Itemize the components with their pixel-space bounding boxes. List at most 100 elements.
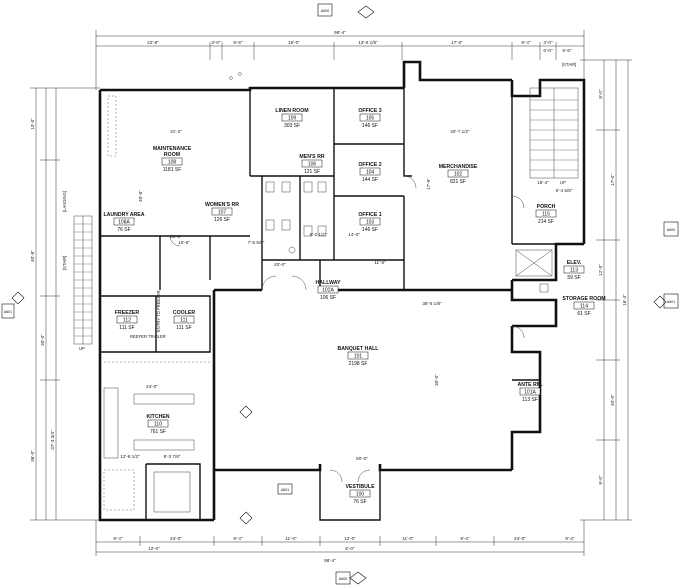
room-area: 111 SF <box>176 325 191 331</box>
svg-text:A600: A600 <box>339 577 347 581</box>
room-number: 114 <box>580 304 588 310</box>
section-marker-top: A600 <box>317 3 375 19</box>
room-name: STORAGE ROOM <box>562 296 605 302</box>
room-number-box <box>359 217 381 226</box>
room-name: MAINTENANCE <box>153 146 192 152</box>
landing-label: [LANDING] <box>62 191 67 212</box>
room-area: 214 SF <box>538 219 554 225</box>
room-number-box <box>359 113 381 122</box>
dim-top-seg-5: 13'-8 1/8" <box>358 40 378 45</box>
room-number-box <box>349 489 371 498</box>
dim-bottom-seg-5: 12'-0" <box>344 536 356 541</box>
dim-bottom-seg-4: 11'-0" <box>285 536 297 541</box>
room-number: 102A <box>322 288 334 294</box>
room-number-box <box>359 167 381 176</box>
dim-top-seg-6: 17'-0" <box>451 40 463 45</box>
svg-text:A601: A601 <box>667 300 675 304</box>
top-dimensions: 98'-4" 22'-8" 3'-0" 9'-6" 16'-0" 13'-8 1… <box>95 30 585 90</box>
room-number: 100 <box>356 492 365 498</box>
dim-int-6: 10'-6" <box>178 240 190 245</box>
dim-left-5: 36'-0" <box>30 450 35 462</box>
svg-text:A600: A600 <box>321 9 329 13</box>
room-name: ANTE RM. <box>517 382 543 388</box>
elevator-shaft <box>515 249 553 293</box>
dim-int-11: 20'-0" <box>274 262 286 267</box>
dim-top-overall: 98'-4" <box>334 30 346 35</box>
room-name: ROOM <box>164 152 180 158</box>
room-area: 113 SF <box>522 397 538 403</box>
room-name: OFFICE 2 <box>358 162 381 168</box>
room-number: 111 <box>180 318 188 324</box>
entry-note: ENTRY TO FREEZER <box>156 290 161 332</box>
room-name: HALLWAY <box>316 280 341 286</box>
room-number-box <box>447 169 469 178</box>
stair-right: UP [STAIR] <box>529 62 579 185</box>
room-area: 303 SF <box>284 123 300 129</box>
room-number-box <box>116 315 138 324</box>
room-area: 2198 SF <box>349 361 368 367</box>
room-name: ELEV. <box>567 260 582 266</box>
room-number: 110 <box>154 422 162 428</box>
room-name: OFFICE 3 <box>358 108 381 114</box>
room-number-box <box>281 113 303 122</box>
dim-int-2: 20'-7 1/2" <box>450 129 470 134</box>
room-number: 109 <box>288 116 297 122</box>
dim-int-17: 8'-3 7/8" <box>164 454 181 459</box>
dim-bottom-overall: 98'-4" <box>324 558 336 563</box>
dim-top-seg-1: 22'-8" <box>147 40 159 45</box>
section-marker-left: A601 <box>1 291 25 319</box>
dim-top-inner-2: 6'-6" <box>562 48 572 53</box>
room-number: 108 <box>168 160 177 166</box>
room-name: MEN'S RR <box>299 154 324 160</box>
dim-left-2: 40'-8" <box>30 250 35 262</box>
room-name: LAUNDRY AREA <box>103 212 144 218</box>
svg-text:A601: A601 <box>4 310 12 314</box>
dim-int-19: 17'-9" <box>426 178 431 190</box>
dim-right-2: 17'-0" <box>610 174 615 186</box>
room-number: 115 <box>542 212 550 218</box>
room-area: 76 SF <box>353 499 366 505</box>
dim-top-inner-1: 6'-0" <box>543 48 553 53</box>
dim-left-4: 37'-3 3/4" <box>50 430 55 450</box>
dim-bottom-seg-1: 9'-4" <box>113 536 123 541</box>
room-number-box <box>211 207 233 216</box>
room-name: KITCHEN <box>146 414 169 420</box>
room-number-box <box>519 387 541 396</box>
dim-top-seg-3: 9'-6" <box>233 40 243 45</box>
room-name: WOMEN'S RR <box>205 202 239 208</box>
room-number: 103 <box>366 220 375 226</box>
room-number: 112 <box>123 318 131 324</box>
dim-bottom-seg-2: 24'-0" <box>170 536 182 541</box>
room-number: 101A <box>524 390 536 396</box>
restroom-fixtures <box>265 181 327 254</box>
right-dimensions: 8'-0" 17'-0" 12'-0" 16'-4" 40'-0" 9'-0" <box>580 59 632 521</box>
room-number: 102 <box>454 172 463 178</box>
dim-int-15: 24'-0" <box>146 384 158 389</box>
room-number: 101 <box>354 354 363 360</box>
maintenance-marks <box>107 72 242 157</box>
interior-dimensions: 31'-2" 20'-7 1/2" 18'-4" 6'-4 5/8" 31'-2… <box>120 129 572 461</box>
stair-right-label: [STAIR] <box>562 62 576 67</box>
dim-int-16: 12'-8 1/2" <box>120 454 140 459</box>
bottom-dimensions: 9'-4" 24'-0" 9'-4" 11'-0" 12'-0" 11'-0" … <box>95 520 585 563</box>
section-marker-vestibule: A601 <box>277 483 293 495</box>
section-marker-bottom: A600 <box>335 571 367 585</box>
section-marker-right: A600 <box>663 221 679 237</box>
room-name: MERCHANDISE <box>439 164 478 170</box>
room-number-box <box>113 217 135 226</box>
dim-int-12: 35'-5 1/8" <box>422 301 442 306</box>
room-area: 126 SF <box>214 217 230 223</box>
stair-right-up: UP <box>560 180 566 185</box>
room-area: 144 SF <box>362 177 378 183</box>
room-name: COOLER <box>173 310 195 316</box>
